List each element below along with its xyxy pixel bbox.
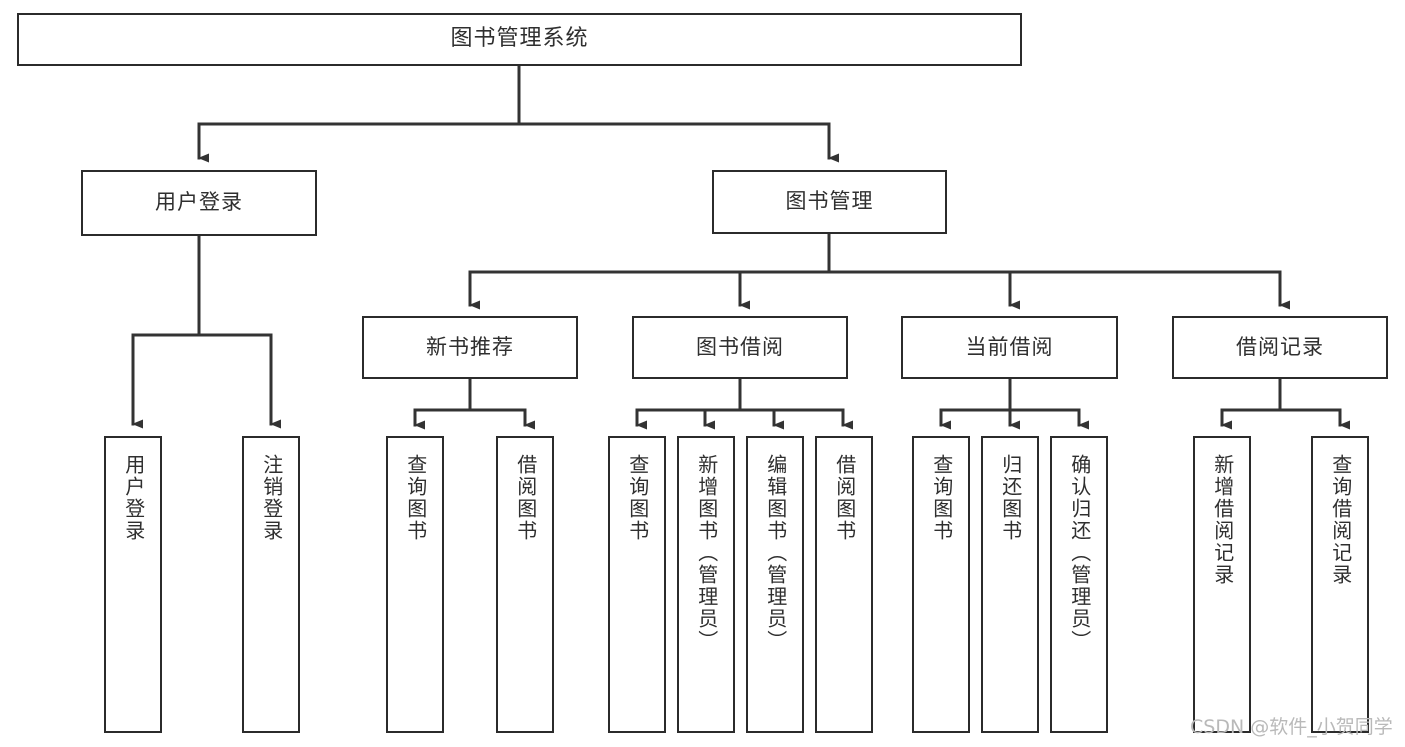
node-label: 编辑图书（管理员） <box>763 454 788 652</box>
node-book-management-system[interactable]: 图书管理系统 <box>17 13 1022 66</box>
node-new-book-recommend[interactable]: 新书推荐 <box>362 316 578 379</box>
node-book-borrow[interactable]: 图书借阅 <box>632 316 848 379</box>
leaf-current-return-book[interactable]: 归还图书 <box>981 436 1039 733</box>
node-label: 图书管理 <box>785 189 874 214</box>
leaf-current-confirm-return[interactable]: 确认归还（管理员） <box>1050 436 1108 733</box>
node-label: 注销登录 <box>259 454 284 542</box>
leaf-user-login[interactable]: 用户登录 <box>104 436 162 733</box>
node-label: 图书管理系统 <box>450 26 589 52</box>
leaf-new-book-borrow-book[interactable]: 借阅图书 <box>496 436 554 733</box>
node-label: 查询图书 <box>625 454 650 542</box>
csdn-watermark: CSDN @软件_小贺同学 <box>1190 716 1393 738</box>
node-label: 新增图书（管理员） <box>694 454 719 652</box>
node-label: 确认归还（管理员） <box>1067 454 1092 652</box>
node-borrow-record[interactable]: 借阅记录 <box>1172 316 1388 379</box>
node-label: 用户登录 <box>121 454 146 542</box>
node-label: 查询图书 <box>403 454 428 542</box>
leaf-borrow-borrow-book[interactable]: 借阅图书 <box>815 436 873 733</box>
leaf-record-add-record[interactable]: 新增借阅记录 <box>1193 436 1251 733</box>
node-label: 归还图书 <box>998 454 1023 542</box>
node-label: 借阅图书 <box>832 454 857 542</box>
leaf-record-query-record[interactable]: 查询借阅记录 <box>1311 436 1369 733</box>
node-label: 当前借阅 <box>965 334 1054 359</box>
leaf-borrow-add-book[interactable]: 新增图书（管理员） <box>677 436 735 733</box>
leaf-borrow-edit-book[interactable]: 编辑图书（管理员） <box>746 436 804 733</box>
node-label: 新增借阅记录 <box>1210 454 1235 586</box>
node-label: 图书借阅 <box>696 334 784 359</box>
leaf-borrow-query-book[interactable]: 查询图书 <box>608 436 666 733</box>
node-label: 借阅记录 <box>1236 334 1324 359</box>
leaf-logout[interactable]: 注销登录 <box>242 436 300 733</box>
node-label: 借阅图书 <box>513 454 538 542</box>
node-current-borrow[interactable]: 当前借阅 <box>901 316 1118 379</box>
node-label: 查询图书 <box>929 454 954 542</box>
node-user-login[interactable]: 用户登录 <box>81 170 317 236</box>
leaf-new-book-query-book[interactable]: 查询图书 <box>386 436 444 733</box>
node-label: 查询借阅记录 <box>1328 454 1353 586</box>
node-label: 用户登录 <box>155 190 243 215</box>
leaf-current-query-book[interactable]: 查询图书 <box>912 436 970 733</box>
node-label: 新书推荐 <box>426 334 514 359</box>
node-book-management[interactable]: 图书管理 <box>712 170 947 234</box>
